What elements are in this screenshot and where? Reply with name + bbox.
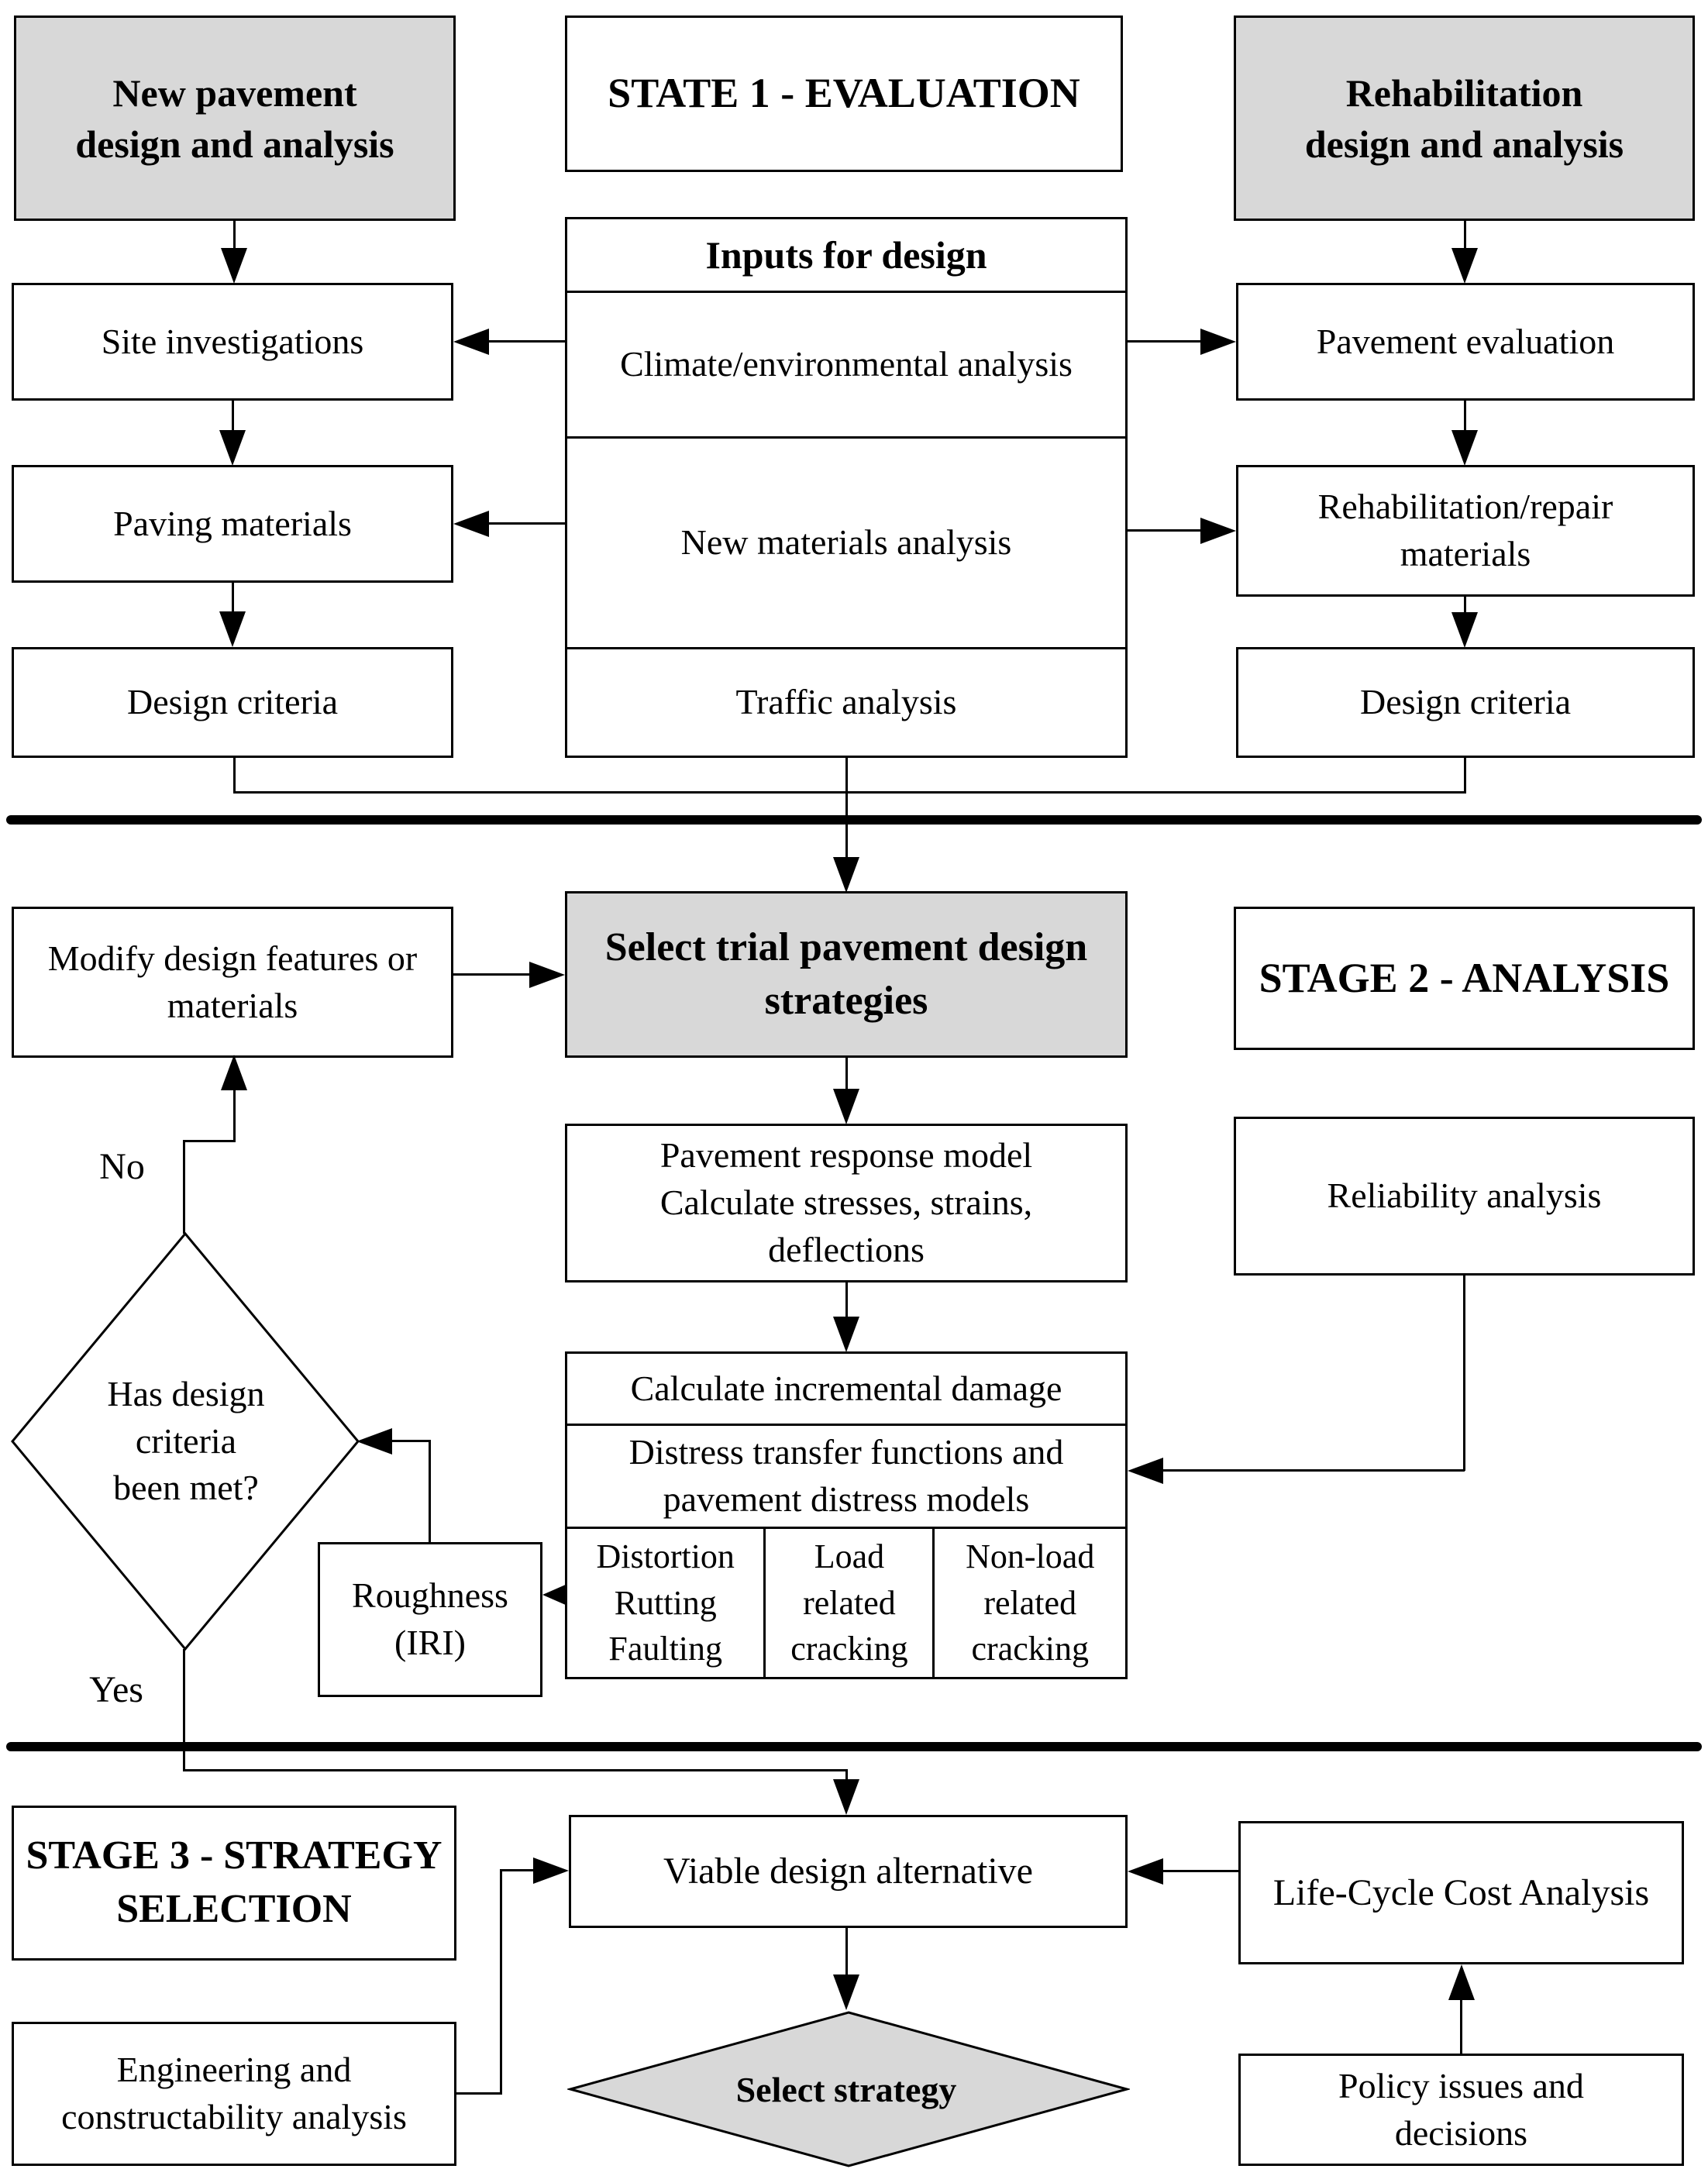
line-newpavement-site — [233, 221, 236, 250]
line-lcca-viable — [1163, 1870, 1238, 1872]
line-yes-path-drop — [845, 1769, 848, 1781]
line-climate-pavementeval — [1128, 340, 1200, 343]
line-site-paving — [232, 401, 234, 432]
arrowhead-into-distress-functions — [1128, 1458, 1163, 1484]
arrowhead-to-design-criteria-left — [219, 611, 246, 647]
box-roughness-iri: Roughness (IRI) — [318, 1542, 542, 1697]
line-yes-path-down — [183, 1649, 185, 1771]
line-engineering-viable — [500, 1869, 533, 1871]
line-viable-selectstrategy — [845, 1928, 848, 1976]
distress-transfer-functions: Distress transfer functions and pavement… — [567, 1426, 1125, 1529]
arrowhead-into-site-investigations — [453, 329, 489, 355]
arrowhead-to-rehab-materials — [1451, 430, 1478, 466]
label-yes: Yes — [89, 1668, 143, 1710]
arrowhead-into-viable-right — [1128, 1858, 1163, 1885]
box-viable-design-alternative: Viable design alternative — [569, 1815, 1128, 1928]
line-stage1-join — [233, 791, 1465, 794]
line-response-damage — [845, 1282, 848, 1318]
line-no-path-vertical — [183, 1141, 185, 1234]
box-damage-distress: Calculate incremental damage Distress tr… — [565, 1351, 1128, 1679]
calculate-incremental-damage: Calculate incremental damage — [567, 1354, 1125, 1426]
inputs-header: Inputs for design — [567, 219, 1125, 293]
inputs-new-materials-analysis: New materials analysis — [567, 439, 1125, 649]
arrowhead-into-select-trial — [529, 962, 565, 988]
arrowhead-into-pavement-evaluation — [1200, 329, 1236, 355]
cell-load-related-cracking: Load related cracking — [763, 1529, 935, 1677]
decision-diamond-shape — [11, 1232, 360, 1651]
decision-has-criteria-met: Has design criteria been met? — [107, 1373, 265, 1508]
line-paving-designcriteria — [232, 583, 234, 614]
box-policy-issues: Policy issues and decisions — [1238, 2054, 1684, 2166]
box-stage1-title: STATE 1 - EVALUATION — [565, 15, 1123, 172]
line-designcriteria-left-drop — [233, 758, 236, 794]
line-pavementeval-rehabmat — [1464, 401, 1466, 432]
arrowhead-to-select-trial — [833, 857, 859, 893]
box-stage3-title: STAGE 3 - STRATEGY SELECTION — [12, 1806, 456, 1961]
cell-nonload-related-cracking: Non-load related cracking — [966, 1537, 1095, 1668]
select-strategy-diamond-shape — [567, 2011, 1130, 2167]
inputs-traffic-analysis: Traffic analysis — [735, 682, 957, 722]
line-newmaterials-paving — [489, 522, 565, 525]
box-stage2-title: STAGE 2 - ANALYSIS — [1234, 907, 1695, 1050]
line-no-path-up — [233, 1090, 236, 1141]
box-reliability-analysis: Reliability analysis — [1234, 1117, 1695, 1276]
line-engineering-out — [456, 2092, 502, 2095]
arrowhead-to-design-criteria-right — [1451, 612, 1478, 648]
box-pavement-evaluation: Pavement evaluation — [1236, 283, 1695, 401]
box-engineering-constructability: Engineering and constructability analysi… — [12, 2022, 456, 2166]
stage2-stage3-divider — [6, 1742, 1702, 1751]
box-life-cycle-cost-analysis: Life-Cycle Cost Analysis — [1238, 1821, 1684, 1964]
arrowhead-to-viable-design — [833, 1779, 859, 1815]
line-designcriteria-right-drop — [1464, 758, 1466, 794]
arrowhead-into-modify-design — [221, 1055, 247, 1090]
arrowhead-to-select-strategy — [833, 1974, 859, 2010]
box-pavement-response-model: Pavement response model Calculate stress… — [565, 1124, 1128, 1282]
line-roughness-up — [429, 1441, 431, 1542]
line-reliability-distress — [1163, 1469, 1465, 1472]
line-engineering-up — [500, 1870, 502, 2095]
arrowhead-to-paving-materials — [219, 430, 246, 466]
line-traffic-selecttrial — [845, 758, 848, 859]
box-inputs-for-design: Inputs for design Climate/environmental … — [565, 217, 1128, 758]
arrowhead-to-pavement-evaluation — [1451, 248, 1478, 284]
select-strategy-label: Select strategy — [735, 2069, 957, 2109]
line-climate-site — [489, 340, 565, 343]
box-design-criteria-left: Design criteria — [12, 647, 453, 758]
box-rehabilitation-design: Rehabilitation design and analysis — [1234, 15, 1695, 221]
box-site-investigations: Site investigations — [12, 283, 453, 401]
arrowhead-into-lcca — [1448, 1964, 1475, 2000]
box-select-trial-strategies: Select trial pavement design strategies — [565, 891, 1128, 1058]
line-reliability-drop — [1463, 1276, 1465, 1471]
arrowhead-into-decision-diamond — [356, 1428, 392, 1455]
line-modify-selecttrial — [453, 973, 529, 976]
arrowhead-to-incremental-damage — [833, 1317, 859, 1352]
arrowhead-to-site-investigations — [221, 248, 247, 284]
box-modify-design: Modify design features or materials — [12, 907, 453, 1058]
arrowhead-into-rehab-materials — [1200, 518, 1236, 544]
line-rehab-pavementeval — [1464, 221, 1466, 250]
line-yes-path-horizontal — [183, 1769, 847, 1771]
cell-distortion-rutting-faulting: Distortion Rutting Faulting — [596, 1537, 735, 1668]
line-no-path-jog — [183, 1140, 236, 1142]
label-no: No — [99, 1145, 145, 1187]
inputs-climate-analysis: Climate/environmental analysis — [567, 293, 1125, 439]
arrowhead-to-response-model — [833, 1089, 859, 1124]
arrowhead-into-viable-left — [533, 1857, 569, 1884]
line-newmaterials-rehabmat — [1128, 529, 1200, 532]
line-policy-lcca — [1460, 2000, 1462, 2054]
arrowhead-into-roughness — [542, 1584, 567, 1606]
box-rehabilitation-materials: Rehabilitation/repair materials — [1236, 465, 1695, 597]
line-selecttrial-response — [845, 1058, 848, 1090]
line-roughness-diamond — [392, 1440, 431, 1442]
stage1-stage2-divider — [6, 815, 1702, 825]
line-rehabmat-designcriteria — [1464, 597, 1466, 614]
box-design-criteria-right: Design criteria — [1236, 647, 1695, 758]
arrowhead-into-paving-materials — [453, 511, 489, 537]
box-paving-materials: Paving materials — [12, 465, 453, 583]
box-new-pavement-design: New pavement design and analysis — [14, 15, 456, 221]
